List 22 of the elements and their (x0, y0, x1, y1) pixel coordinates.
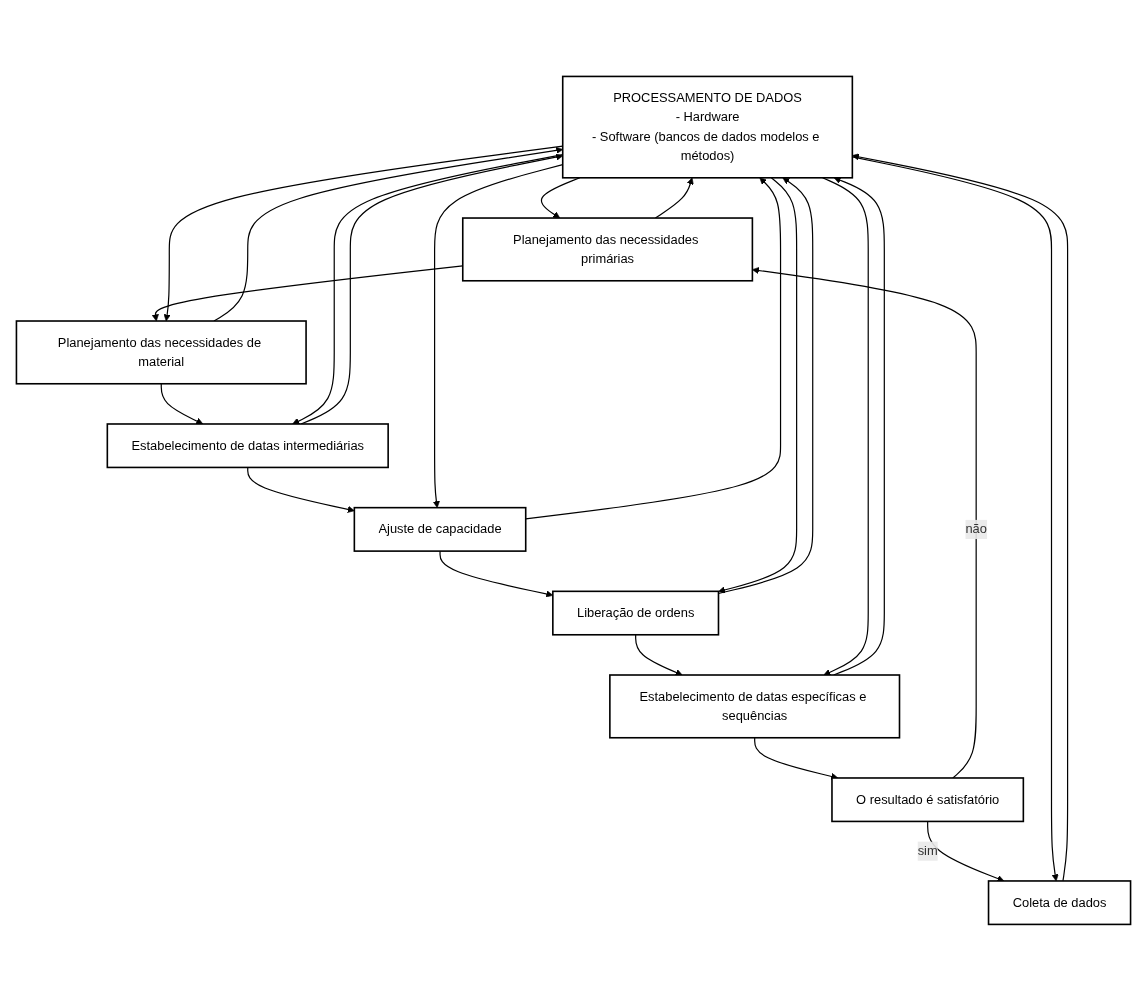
node-box: Estabelecimento de datas específicas e sequências (609, 673, 901, 739)
arrow (247, 466, 355, 513)
arrow (525, 177, 782, 520)
arrow (718, 176, 798, 593)
edge-label: sim (917, 843, 938, 858)
arrow (833, 176, 885, 676)
arrow (635, 633, 683, 676)
arrow (754, 736, 839, 780)
edge-label: não (965, 521, 987, 536)
node-box: Liberação de ordens (552, 590, 720, 636)
arrow (717, 177, 814, 594)
arrow (752, 266, 977, 779)
arrow (160, 382, 204, 424)
node-box: Ajuste de capacidade (353, 506, 527, 552)
node-box: Planejamento das necessidades de material (15, 319, 307, 385)
arrow (927, 820, 1005, 882)
node-box: Estabelecimento de datas intermediárias (106, 422, 389, 468)
node-box: O resultado é satisfatório (831, 776, 1025, 822)
node-box: Planejamento das necessidades primárias (461, 216, 754, 282)
node-box: Coleta de dados (987, 879, 1132, 925)
node-box: PROCESSAMENTO DE DADOS - Hardware - Software (bancos de dados modelos e métodos) (561, 75, 854, 179)
arrow (654, 177, 694, 219)
